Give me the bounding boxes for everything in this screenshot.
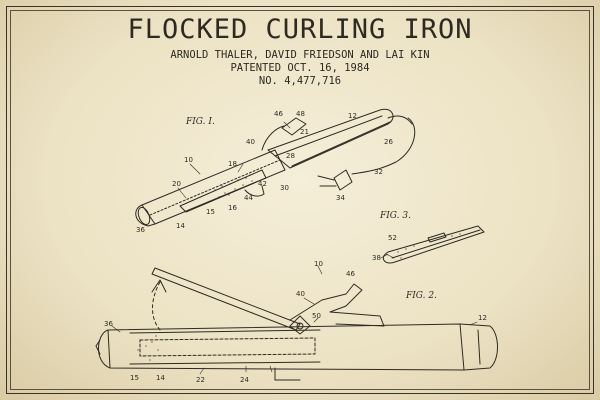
ref-label: 24 — [240, 376, 249, 384]
fig2-tip — [98, 329, 111, 369]
ref-label: 40 — [296, 290, 305, 298]
ref-label: 34 — [336, 194, 345, 202]
ref-label: 44 — [244, 194, 253, 202]
fig2-flocking — [137, 335, 159, 361]
ref-label: 10 — [184, 156, 193, 164]
ref-label: 22 — [196, 376, 205, 384]
fig2-stand — [274, 367, 301, 381]
ref-label: 18 — [228, 160, 237, 168]
ref-label: 40 — [246, 138, 255, 146]
ref-label: 20 — [172, 180, 181, 188]
fig1-tip — [135, 204, 156, 227]
fig3-body — [382, 225, 485, 264]
fig3-caption: FIG. 3. — [379, 211, 411, 221]
ref-label: 48 — [296, 110, 305, 118]
patent-number: NO. 4,477,716 — [258, 75, 342, 87]
inventors-line: ARNOLD THALER, DAVID FRIEDSON AND LAI KI… — [170, 49, 430, 61]
fig2-handle-end — [459, 323, 498, 371]
ref-label: 26 — [384, 138, 393, 146]
outer-border — [6, 6, 594, 394]
ref-label: 14 — [176, 222, 185, 230]
ref-label: 28 — [286, 152, 295, 160]
ref-label: 46 — [274, 110, 283, 118]
patented-date: PATENTED OCT. 16, 1984 — [230, 62, 370, 74]
fig1-caption: FIG. I. — [185, 117, 215, 127]
ref-label: 14 — [156, 374, 165, 382]
fig2-clamp-arm — [151, 267, 301, 331]
ref-label: 16 — [228, 204, 237, 212]
fig1-lever — [281, 117, 307, 136]
ref-label: 21 — [300, 128, 309, 136]
ref-label: 12 — [478, 314, 487, 322]
fig3-clamp-detail — [382, 225, 485, 264]
fig2-lever — [289, 283, 363, 321]
ref-label: 42 — [258, 180, 267, 188]
fig1-handle — [267, 108, 394, 169]
ref-label: 15 — [130, 374, 139, 382]
ref-label: 15 — [206, 208, 215, 216]
ref-label: 36 — [104, 320, 113, 328]
ref-label: 10 — [314, 260, 323, 268]
ref-label: 12 — [348, 112, 357, 120]
inner-border — [10, 10, 590, 390]
fig1-barrel — [141, 149, 286, 225]
fig2-caption: FIG. 2. — [405, 291, 437, 301]
ref-label: 32 — [374, 168, 383, 176]
fig1-cord — [351, 117, 416, 175]
fig1-stand — [244, 185, 265, 197]
fig2-section-view — [95, 267, 498, 381]
fig1-curling-iron — [135, 108, 416, 227]
ref-label: 50 — [312, 312, 321, 320]
patent-title: FLOCKED CURLING IRON — [127, 14, 473, 45]
fig1-clamp — [179, 169, 267, 213]
fig1-plug — [333, 169, 353, 191]
ref-label: 46 — [346, 270, 355, 278]
ref-label: 30 — [280, 184, 289, 192]
ref-label: 38 — [372, 254, 381, 262]
ref-label: 52 — [388, 234, 397, 242]
ref-label: 36 — [136, 226, 145, 234]
